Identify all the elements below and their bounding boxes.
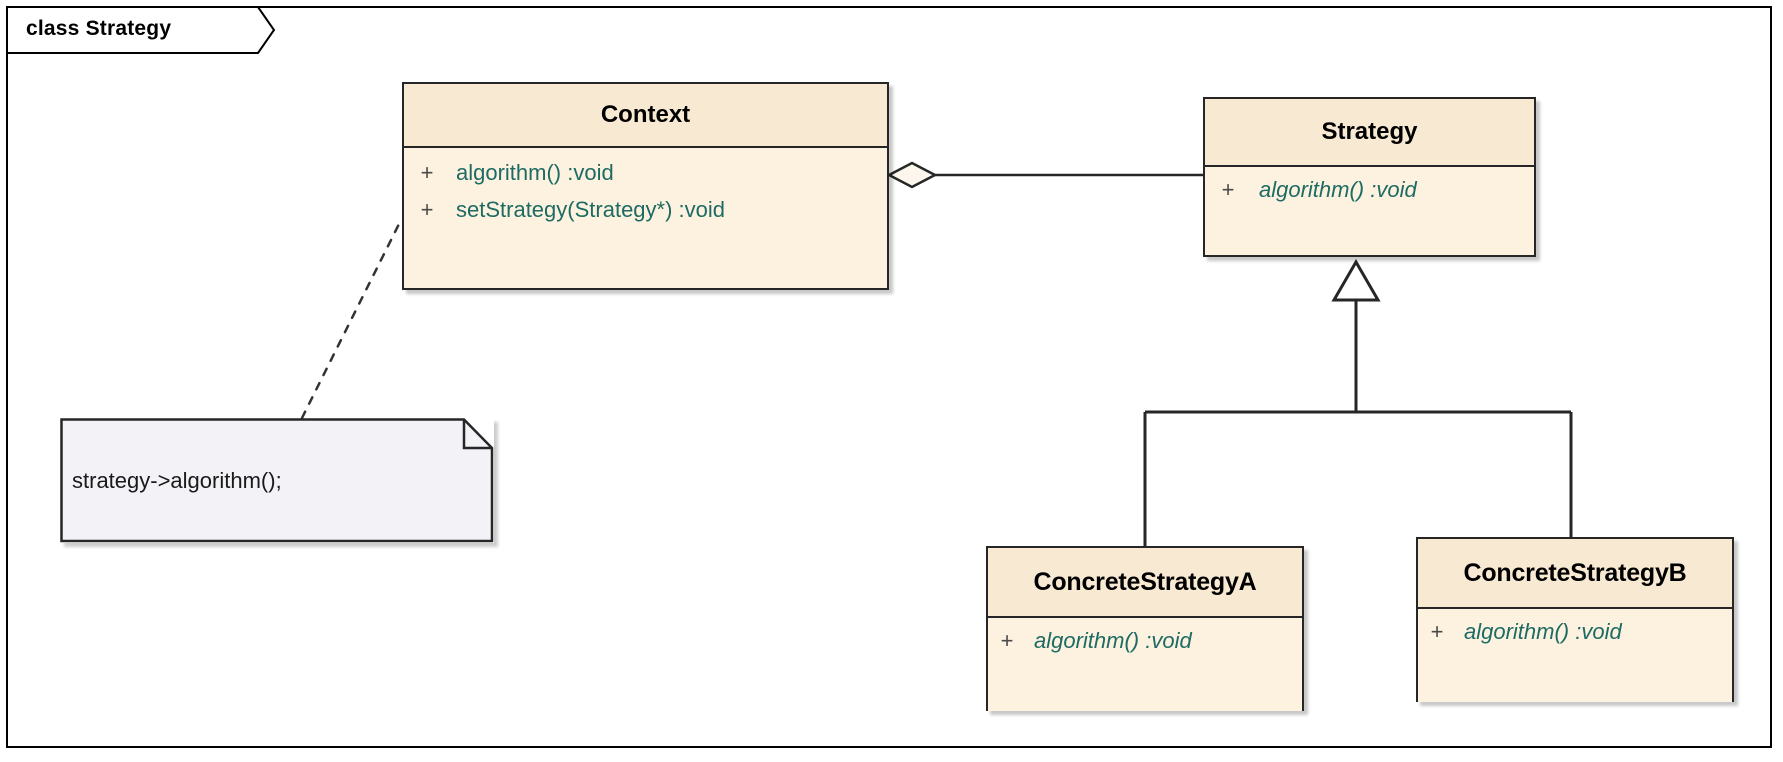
operations-concrete-strategy-b: + algorithm() :void [1418,609,1732,702]
operation-row: + setStrategy(Strategy*) :void [410,191,887,228]
operation-signature: algorithm() :void [1464,619,1622,644]
visibility-marker: + [420,197,434,223]
diagram-frame-border [6,6,1772,748]
uml-class-context[interactable]: Context + algorithm() :void + setStrateg… [402,82,889,290]
frame-label: class Strategy [26,17,172,40]
operation-signature: algorithm() :void [1259,177,1417,202]
operation-row: + algorithm() :void [992,624,1302,658]
uml-class-strategy[interactable]: Strategy + algorithm() :void [1203,97,1536,257]
operation-row: + algorithm() :void [410,154,887,191]
operations-context: + algorithm() :void + setStrategy(Strate… [404,148,887,288]
uml-class-concrete-strategy-a[interactable]: ConcreteStrategyA + algorithm() :void [986,546,1304,711]
uml-note[interactable]: strategy->algorithm(); [60,418,494,543]
class-name-strategy: Strategy [1205,99,1534,167]
visibility-marker: + [1221,177,1235,202]
diagram-frame-tab: class Strategy [6,6,276,54]
operations-strategy: + algorithm() :void [1205,167,1534,255]
operation-signature: algorithm() :void [1034,628,1192,653]
class-name-context: Context [404,84,887,148]
operations-concrete-strategy-a: + algorithm() :void [988,618,1302,711]
operation-row: + algorithm() :void [1422,615,1732,649]
aggregation-context-strategy [886,161,1203,189]
operation-signature: setStrategy(Strategy*) :void [456,197,726,223]
visibility-marker: + [420,160,434,185]
visibility-marker: + [1000,628,1014,653]
visibility-marker: + [1430,619,1444,644]
class-name-concrete-strategy-b: ConcreteStrategyB [1418,539,1732,609]
operation-row: + algorithm() :void [1211,173,1534,207]
uml-class-concrete-strategy-b[interactable]: ConcreteStrategyB + algorithm() :void [1416,537,1734,702]
class-name-concrete-strategy-a: ConcreteStrategyA [988,548,1302,618]
generalization-bus [1143,259,1573,546]
operation-signature: algorithm() :void [456,160,614,185]
note-anchor-line [300,220,402,420]
note-text: strategy->algorithm(); [72,468,282,493]
